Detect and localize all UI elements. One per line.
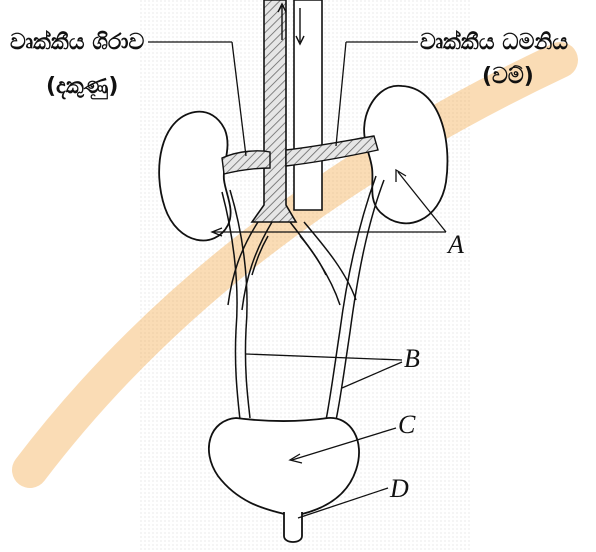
label-renal-vein: වෘක්කීය ශිරාව [10, 30, 144, 55]
urethra [284, 512, 302, 542]
vena-cava [294, 0, 322, 210]
label-b: B [404, 344, 420, 374]
label-d: D [390, 474, 409, 504]
label-right-side: (දකුණු) [46, 74, 118, 99]
label-a: A [448, 230, 464, 260]
label-left-side: (වම්) [482, 64, 534, 89]
label-renal-artery: වෘක්කීය ධමනිය [420, 30, 568, 55]
label-c: C [398, 410, 415, 440]
